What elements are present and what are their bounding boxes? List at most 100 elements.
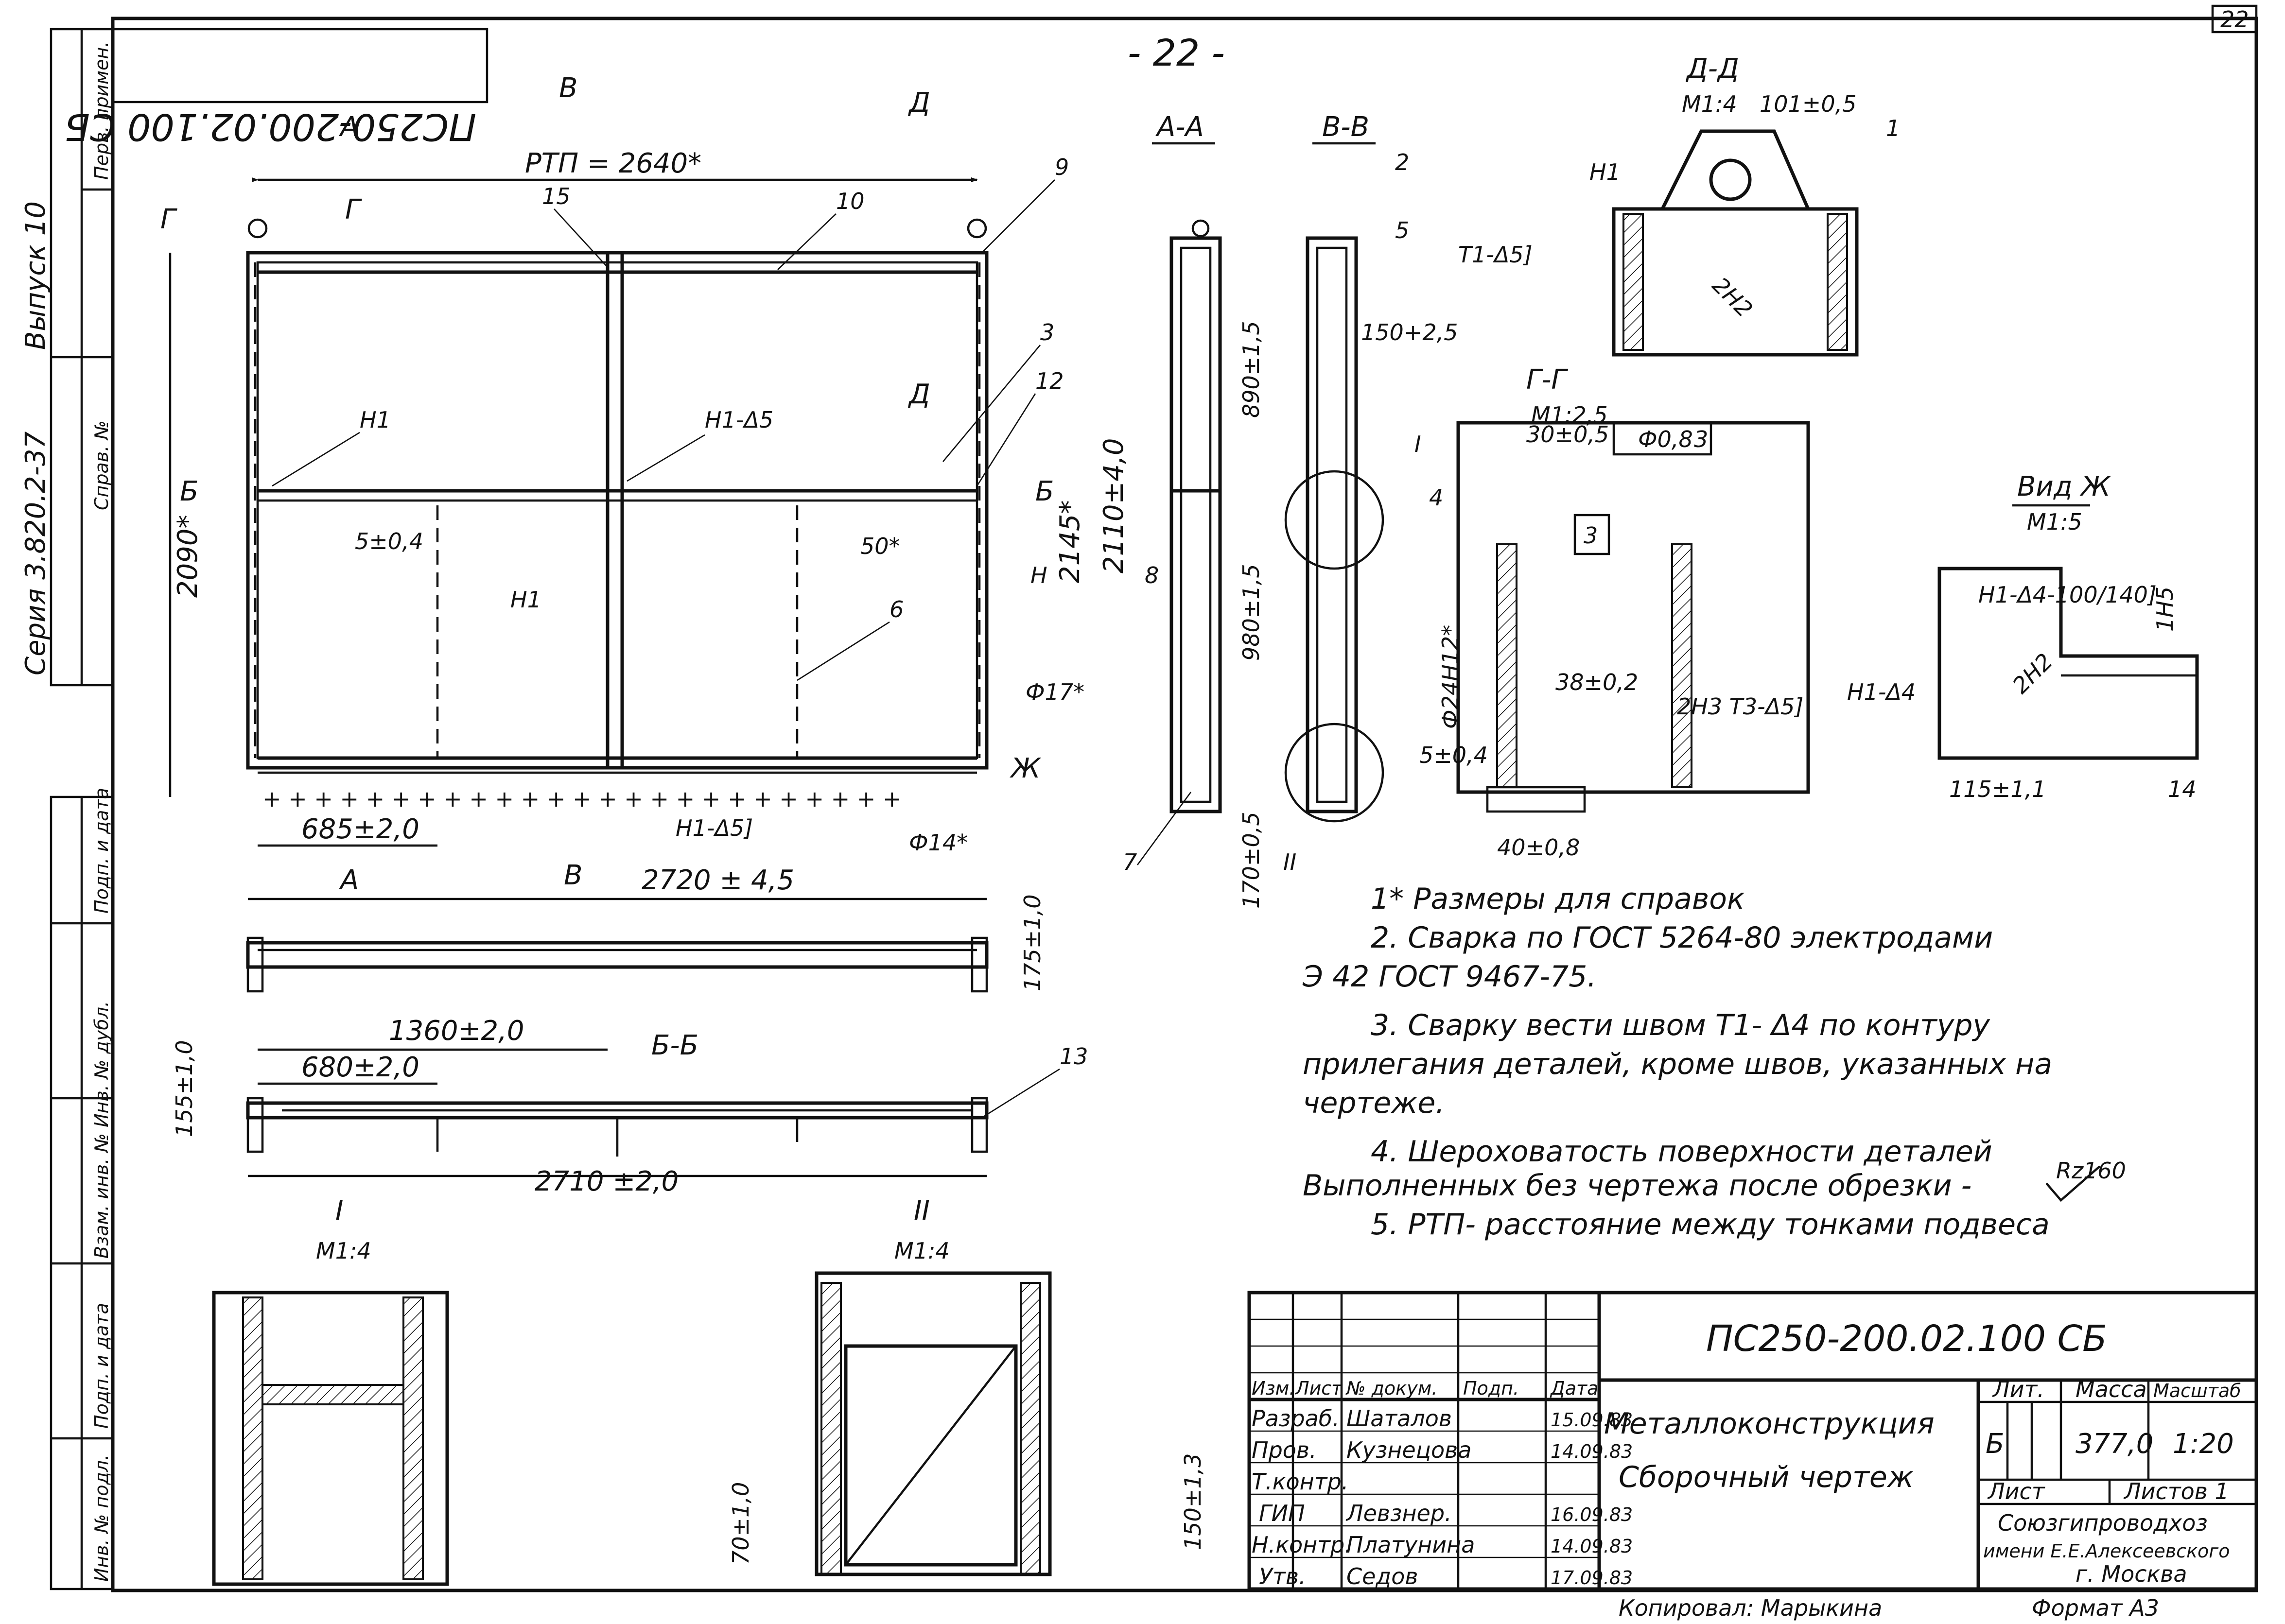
dim-155: 155±1,0 — [171, 1040, 197, 1138]
row-name-4: Платунина — [1346, 1532, 1475, 1558]
view-zh-title: Вид Ж — [2017, 471, 2111, 502]
weld-2n2-dd: 2Н2 — [1707, 272, 1758, 323]
weld-label-n: Н — [1030, 562, 1047, 588]
section-bb-label: Б-Б — [651, 1030, 698, 1061]
callout-10: 10 — [836, 188, 865, 214]
inv-replacement-label: Взам. инв. № Инв. № дубл. — [91, 1001, 112, 1259]
phi14-dimension: Ф14* — [909, 829, 968, 856]
notes-block: 1* Размеры для справок 2. Сварка по ГОСТ… — [1302, 882, 2126, 1242]
sheets-label: Листов 1 — [2123, 1478, 2229, 1504]
section-dd-scale: М1:4 — [1682, 91, 1737, 117]
callout-14: 14 — [2168, 776, 2197, 802]
row-name-1: Кузнецова — [1346, 1437, 1471, 1463]
note-2: 2. Сварка по ГОСТ 5264-80 электродами — [1371, 921, 1993, 955]
section-letter-v-top: В — [559, 72, 577, 104]
section-letter-v-bottom: В — [564, 860, 582, 891]
row-date-1: 14.09.83 — [1551, 1441, 1633, 1462]
callout-3: 3 — [1040, 319, 1054, 346]
mass-value: 377,0 — [2076, 1428, 2153, 1460]
section-aa-view: А-А 2110±4,0 2145* 890±1,5 980±1,5 170±0… — [1054, 111, 1264, 909]
note-4-cont: Выполненных без чертежа после обрезки - — [1303, 1169, 1971, 1203]
gap-5-dimension: 5±0,4 — [355, 528, 423, 554]
section-vv-view: В-В 2 5 4 I II 150+2,5 — [1283, 111, 1458, 875]
section-letter-zh: Ж — [1010, 753, 1042, 784]
gap-50-dimension: 50* — [860, 533, 900, 559]
row-role-2: Т.контр. — [1252, 1469, 1348, 1495]
sheet-label: Лист — [1987, 1478, 2045, 1504]
dim-70: 70±1,0 — [728, 1482, 754, 1565]
dim-680: 680±2,0 — [301, 1052, 419, 1083]
section-letter-a-bottom: А — [339, 864, 359, 896]
sign-date-label-1: Подп. и дата — [91, 788, 112, 914]
dim-30: 30±0,5 — [1526, 421, 1609, 448]
view-zh: Вид Ж М1:5 Н1-Δ4-100/140] 1Н5 2Н2 Н1-Δ4 … — [1847, 471, 2199, 802]
weld-label-n1-d5-bottom: Н1-Δ5] — [676, 815, 753, 841]
org-line-3: г. Москва — [2076, 1561, 2187, 1587]
section-letter-d-side: Д — [907, 379, 930, 410]
dim-phi24: Ф24Н12* — [1437, 625, 1464, 729]
note-4: 4. Шероховатость поверхности деталей — [1371, 1135, 1992, 1169]
row-role-4: Н.контр. — [1252, 1532, 1352, 1558]
row-role-1: Пров. — [1252, 1437, 1317, 1463]
callout-8: 8 — [1145, 562, 1159, 588]
detail-2-title: II — [914, 1195, 930, 1227]
dim-1360: 1360±2,0 — [389, 1015, 524, 1047]
detail-1-scale: М1:4 — [316, 1238, 371, 1264]
weld-label-n1: Н1 — [360, 407, 391, 433]
dim-101: 101±0,5 — [1760, 91, 1857, 117]
scale-value: 1:20 — [2173, 1428, 2234, 1460]
callout-I: I — [1414, 431, 1421, 457]
width-dimension: 2720 ± 4,5 — [642, 864, 794, 896]
callout-13: 13 — [1060, 1043, 1088, 1070]
dim-170: 170±0,5 — [1238, 812, 1264, 909]
section-vv-title: В-В — [1322, 111, 1369, 143]
callout-II: II — [1283, 849, 1296, 875]
svg-text:+ + + + + + + + + + + + + + +: + + + + + + + + + + + + + + + + + + + + … — [262, 786, 902, 812]
row-date-4: 14.09.83 — [1551, 1536, 1633, 1557]
main-view: + + + + + + + + + + + + + + + + + + + + … — [160, 72, 1084, 900]
section-dd-title: Д-Д — [1685, 53, 1739, 85]
callout-4: 4 — [1429, 484, 1443, 511]
lit-value: Б — [1986, 1428, 2004, 1460]
dim-175: 175±1,0 — [1019, 895, 1046, 992]
col-header-sign: Подп. — [1463, 1378, 1519, 1399]
weld-label-n1-mid: Н1 — [510, 587, 541, 613]
dim-2710: 2710 ±2,0 — [535, 1166, 679, 1197]
dim-2145: 2145* — [1054, 500, 1086, 583]
row-name-5: Седов — [1346, 1563, 1418, 1589]
section-letter-g-right: Г — [345, 194, 362, 225]
section-letter-g-left: Г — [160, 204, 177, 235]
col-header-list: Лист — [1294, 1378, 1343, 1399]
lit-label: Лит. — [1992, 1376, 2044, 1402]
section-letter-b-right: Б — [1035, 476, 1054, 507]
rtp-dimension: РТП = 2640* — [525, 148, 701, 179]
detail-1-title: I — [335, 1195, 344, 1227]
title-line-2: Сборочный чертеж — [1619, 1460, 1914, 1494]
callout-9: 9 — [1055, 154, 1069, 180]
first-use-label: Перв. примен. — [91, 41, 112, 180]
callout-12: 12 — [1035, 368, 1064, 394]
weld-zh-left: Н1-Δ4 — [1847, 679, 1916, 705]
weld-t1-dd: Т1-Δ5] — [1458, 242, 1533, 268]
weld-2n3: 2Н3 Т3-Δ5] — [1677, 693, 1803, 720]
section-gg-view: Г-Г М1:2,5 30±0,5 Ф0,8 3 3 Ф24Н12* 38±0,… — [1419, 364, 1810, 861]
tolerance-value: Ф0,8 — [1638, 426, 1693, 452]
view-zh-scale: М1:5 — [2027, 509, 2082, 535]
page-number: - 22 - — [1128, 31, 1225, 74]
row-role-5: Утв. — [1259, 1563, 1306, 1589]
note-2-cont: Э 42 ГОСТ 9467-75. — [1302, 960, 1596, 994]
mirrored-designation-box: ПС250-200.02.100 СБ — [65, 28, 488, 149]
note-1: 1* Размеры для справок — [1371, 882, 1744, 916]
section-letter-a-top: А — [339, 111, 359, 143]
weld-label-n1-d5: Н1-Δ5 — [705, 407, 773, 433]
col-header-date: Дата — [1550, 1378, 1598, 1399]
callout-5: 5 — [1395, 217, 1409, 243]
scale-label: Масштаб — [2153, 1380, 2241, 1401]
callout-6: 6 — [890, 596, 904, 622]
corner-sheet-number: 22 — [2220, 6, 2249, 33]
datum-3: 3 — [1584, 522, 1598, 549]
inv-original-label: Инв. № подл. — [91, 1454, 112, 1582]
row-role-3: ГИП — [1259, 1500, 1305, 1526]
